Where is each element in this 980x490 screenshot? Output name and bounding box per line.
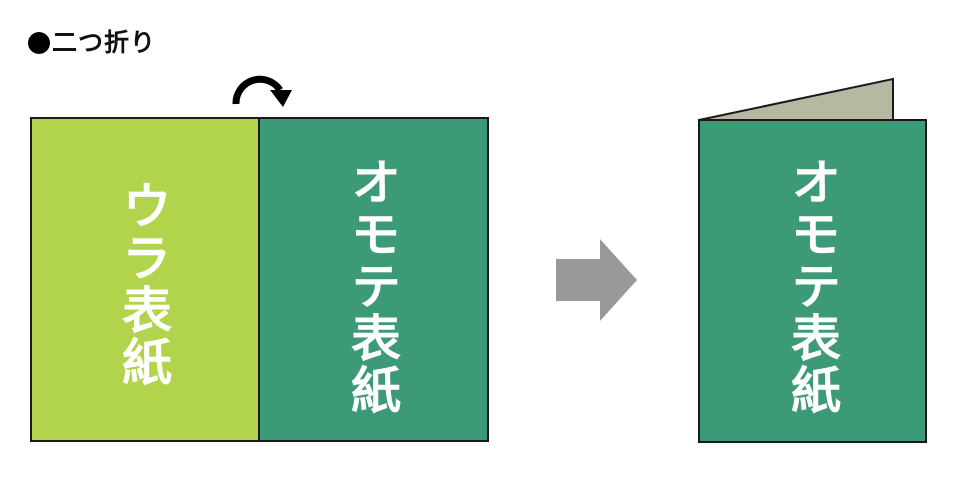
folded-front-cover-label: オモテ表紙 [783,156,841,416]
folded-booklet-front [698,119,927,443]
right-arrow-icon [556,239,637,321]
front-cover-label: オモテ表紙 [343,156,401,416]
front-cover-panel [258,117,489,442]
back-cover-label: ウラ表紙 [114,180,172,388]
booklet-inner-flap [698,77,894,121]
title-text: 二つ折り [52,28,157,57]
bullet-icon [28,32,50,54]
curved-fold-arrow-icon [232,75,292,107]
diagram-title: 二つ折り [28,26,156,60]
back-cover-panel [30,117,260,442]
